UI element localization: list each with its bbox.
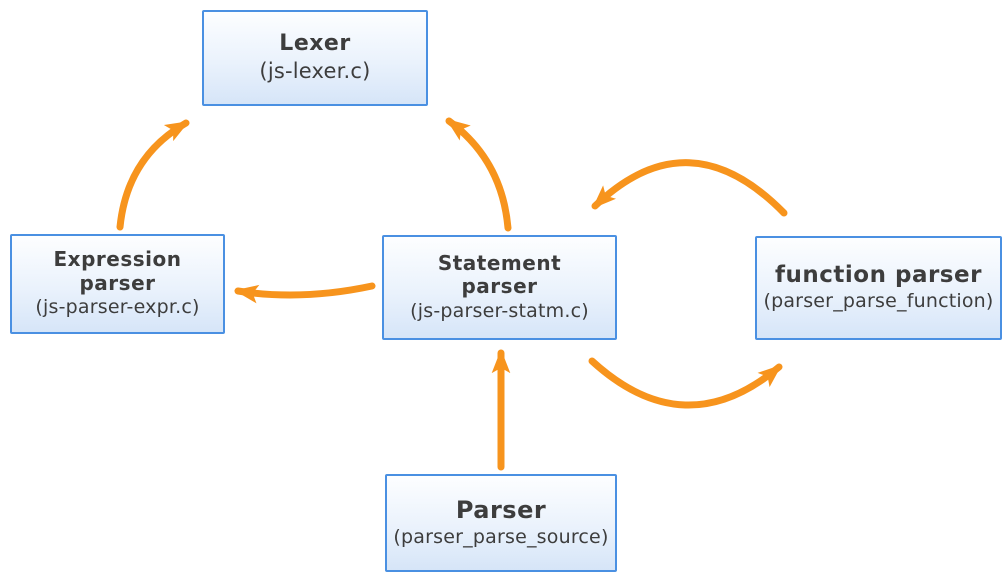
node-lexer: Lexer (js-lexer.c) <box>202 10 428 106</box>
node-statement-parser: Statement parser (js-parser-statm.c) <box>382 235 617 340</box>
node-expression-parser-title: Expression parser <box>53 247 182 295</box>
arrow-statement-parser-to-expression-parser <box>234 282 376 304</box>
node-parser-title: Parser <box>455 496 547 525</box>
node-parser-subtitle: (parser_parse_source) <box>393 525 609 548</box>
arrow-expression-parser-to-lexer <box>116 119 190 231</box>
arrow-statement-parser-to-lexer <box>445 117 512 232</box>
node-function-parser-subtitle: (parser_parse_function) <box>763 290 994 313</box>
node-statement-parser-title: Statement parser <box>437 250 562 299</box>
node-parser: Parser (parser_parse_source) <box>385 474 617 572</box>
arrow-statement-parser-to-function-parser <box>588 357 783 409</box>
node-function-parser-title: function parser <box>775 262 982 289</box>
node-lexer-title: Lexer <box>279 31 351 57</box>
node-function-parser: function parser (parser_parse_function) <box>755 236 1002 340</box>
arrow-function-parser-to-statement-parser <box>591 159 788 217</box>
node-expression-parser-subtitle: (js-parser-expr.c) <box>35 296 200 319</box>
node-lexer-subtitle: (js-lexer.c) <box>259 59 371 84</box>
node-statement-parser-subtitle: (js-parser-statm.c) <box>410 299 589 322</box>
node-expression-parser: Expression parser (js-parser-expr.c) <box>10 234 225 334</box>
